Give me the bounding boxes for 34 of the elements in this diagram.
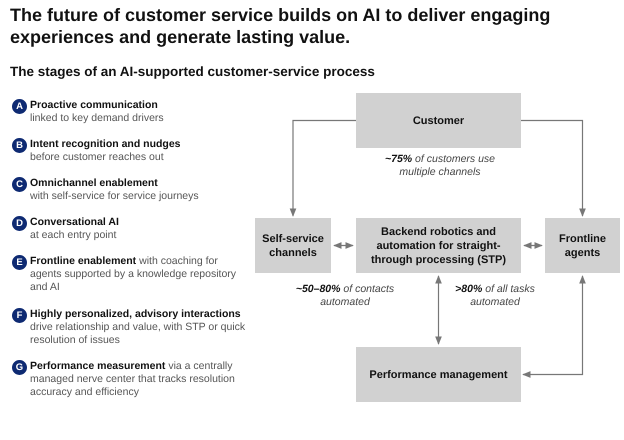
subtitle: The stages of an AI-supported customer-service process — [10, 64, 375, 79]
arrow — [333, 242, 354, 249]
step-heading: Intent recognition and nudges — [30, 138, 182, 151]
step-description: Frontline enablement with coaching for agents supported by a knowledge repository and AI — [30, 255, 236, 293]
annotation-text: ~75% of customers use multiple channels — [384, 153, 496, 179]
arrow — [523, 242, 543, 249]
arrow — [435, 275, 442, 345]
step-description: linked to key demand drivers — [30, 112, 165, 125]
process-box: Frontline agents — [545, 218, 620, 273]
step-description: Performance measurement via a centrally managed nerve center that tracks resolution accuracy and efficiency — [30, 360, 235, 398]
arrow — [522, 275, 586, 378]
annotation-text: ~50–80% of contacts automated — [294, 283, 396, 309]
step-heading: Proactive communication — [30, 99, 159, 112]
arrow — [521, 120, 586, 217]
step-description: with self-service for service journeys — [30, 190, 200, 203]
annotation-text: >80% of all tasks automated — [454, 283, 536, 309]
step-heading: Conversational AI — [30, 216, 120, 229]
step-letter-badge: B — [12, 138, 27, 153]
process-box: Backend robotics and automation for straight-through processing (STP) — [356, 218, 521, 273]
process-box: Self-service channels — [255, 218, 331, 273]
title: The future of customer service builds on AI to deliver engaging experiences and generate lasting value. — [10, 4, 552, 48]
step-description: at each entry point — [30, 229, 118, 242]
step-letter-badge: D — [12, 216, 27, 231]
step-letter-badge: E — [12, 255, 27, 270]
step-description: Highly personalized, advisory interactions drive relationship and value, with STP or quick resolution of issues — [30, 308, 246, 346]
process-box: Customer — [356, 93, 521, 148]
arrow — [290, 120, 356, 217]
step-letter-badge: F — [12, 308, 27, 323]
step-letter-badge: G — [12, 360, 27, 375]
step-heading: Omnichannel enablement — [30, 177, 159, 190]
step-letter-badge: C — [12, 177, 27, 192]
step-description: before customer reaches out — [30, 151, 165, 164]
process-box: Performance management — [356, 347, 521, 402]
step-letter-badge: A — [12, 99, 27, 114]
